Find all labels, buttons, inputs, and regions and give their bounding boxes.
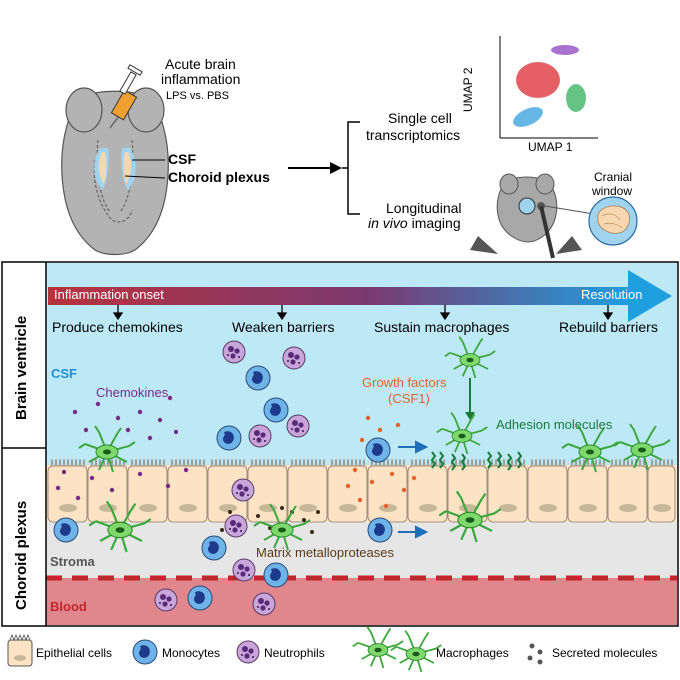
step-weaken-barriers: Weaken barriers: [232, 319, 335, 335]
cranial-line1: Cranial: [594, 170, 633, 184]
growth-factors-label: Growth factors: [362, 375, 447, 390]
epithelial-cell: [287, 465, 328, 523]
step-produce-chemokines: Produce chemokines: [52, 319, 183, 335]
in-vivo-text: in vivo: [368, 215, 408, 231]
epithelial-layer: [47, 458, 676, 523]
mmp-label: Matrix metalloproteases: [256, 545, 394, 560]
mmp-dots: [220, 506, 320, 534]
legend-neutrophils: Neutrophils: [264, 646, 325, 660]
epithelial-nucleus: [179, 504, 197, 512]
epithelial-nucleus: [59, 504, 77, 512]
resolution-label: Resolution: [581, 287, 643, 302]
choroid-plexus-label: Choroid plexus: [168, 169, 270, 185]
timeline-arrowhead: [628, 270, 672, 322]
legend-epithelial: Epithelial cells: [36, 646, 113, 660]
epithelial-cell: [407, 465, 448, 523]
epithelial-cell: [167, 465, 208, 523]
epithelial-nucleus: [99, 504, 117, 512]
adhesion-molecules-label: Adhesion molecules: [496, 417, 613, 432]
epithelial-cell: [487, 465, 528, 523]
epithelial-nucleus: [579, 504, 597, 512]
umap2-label: UMAP 2: [461, 67, 475, 112]
epithelial-cell: [127, 465, 168, 523]
epithelial-cell: [367, 465, 408, 523]
epithelial-nucleus: [219, 504, 237, 512]
epithelial-cell: [87, 465, 128, 523]
stroma-label: Stroma: [50, 554, 95, 569]
epithelial-nucleus: [499, 504, 517, 512]
microvilli: [330, 458, 366, 467]
epithelial-nucleus: [539, 504, 557, 512]
microvilli: [50, 458, 86, 467]
growth-factor-dots: [345, 415, 417, 509]
legend-monocytes: Monocytes: [162, 646, 221, 660]
step-sustain-macrophages: Sustain macrophages: [374, 319, 510, 335]
legend-macrophages: Macrophages: [436, 646, 509, 660]
blood-label: Blood: [50, 599, 87, 614]
syringe-illustration: [109, 64, 143, 129]
epithelial-cell: [327, 465, 368, 523]
side-label-brain-ventricle: Brain ventricle: [13, 315, 30, 420]
microvilli: [210, 458, 246, 467]
inflammation-onset-label: Inflammation onset: [54, 287, 164, 302]
single-cell-line1: Single cell: [388, 110, 452, 126]
acute-line2: inflammation: [161, 71, 241, 87]
epithelial-cell: [527, 465, 568, 523]
acute-line3: LPS vs. PBS: [166, 90, 229, 102]
epithelial-nucleus: [379, 504, 397, 512]
cranial-line2: window: [592, 184, 633, 198]
legend-secreted: Secreted molecules: [552, 646, 658, 660]
chemokine-dots: [55, 395, 189, 501]
side-label-choroid-plexus: Choroid plexus: [13, 500, 30, 610]
longitudinal-line1: Longitudinal: [386, 200, 462, 216]
epithelial-nucleus: [419, 504, 437, 512]
microvilli: [250, 458, 286, 467]
microvilli: [130, 458, 166, 467]
timeline-bar: [48, 287, 632, 305]
step-arrows: [112, 305, 614, 321]
epithelial-nucleus: [339, 504, 357, 512]
adhesion-molecules: [430, 451, 523, 471]
epithelial-nucleus: [299, 504, 317, 512]
epithelial-cell: [47, 465, 88, 523]
epithelial-cell: [247, 465, 288, 523]
microvilli: [490, 458, 526, 467]
csf1-label: (CSF1): [388, 391, 430, 406]
epithelial-cell: [567, 465, 608, 523]
umap1-label: UMAP 1: [528, 140, 573, 154]
microvilli: [170, 458, 206, 467]
epithelial-cell: [647, 465, 676, 523]
epithelial-nucleus: [139, 504, 157, 512]
legend-graphics: [7, 625, 543, 673]
csf-label: CSF: [168, 151, 196, 167]
cranial-window-illustration: [470, 173, 638, 259]
microvilli: [290, 458, 326, 467]
single-cell-line2: transcriptomics: [366, 127, 461, 143]
step-rebuild-barriers: Rebuild barriers: [559, 319, 658, 335]
mouse-head-illustration: [61, 87, 169, 256]
epithelial-nucleus: [619, 504, 637, 512]
microvilli: [530, 458, 566, 467]
acute-line1: Acute brain: [165, 56, 236, 72]
epithelial-cell: [607, 465, 648, 523]
umap-plot: [499, 36, 598, 139]
longitudinal-line2: in vivo imaging: [368, 215, 461, 231]
epithelial-nucleus: [653, 504, 671, 512]
differentiation-arrows: [398, 440, 429, 539]
chemokines-label: Chemokines: [96, 385, 169, 400]
imaging-text: imaging: [407, 215, 461, 231]
csf-region-label: CSF: [51, 366, 77, 381]
